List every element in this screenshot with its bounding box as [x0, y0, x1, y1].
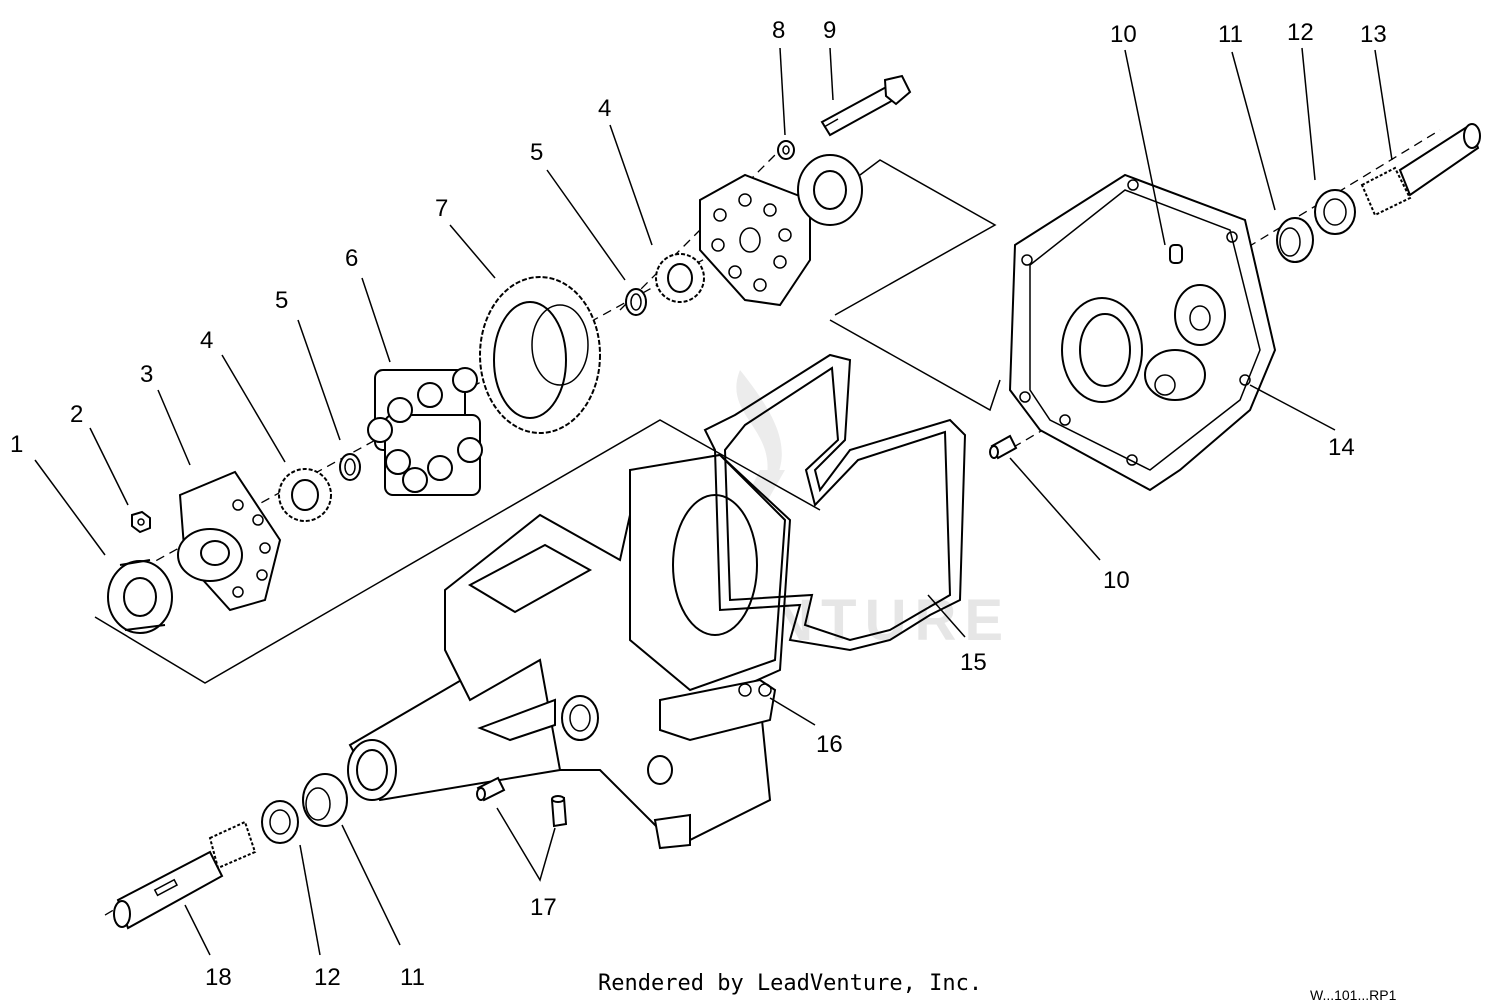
nut [131, 510, 151, 534]
bearing-left [261, 800, 299, 844]
oil-seal-left [107, 559, 173, 634]
leader-lines [34, 47, 1393, 956]
bushing-right [1276, 217, 1314, 263]
callout-12-bottom: 12 [314, 964, 341, 991]
footer-credit: Rendered by LeadVenture, Inc. [598, 971, 982, 996]
ring-gear [479, 276, 601, 434]
callout-10-top: 10 [1110, 21, 1137, 48]
oil-seal-right [797, 154, 863, 226]
gasket [703, 353, 967, 652]
callout-16: 16 [816, 731, 843, 758]
planet-gear-set [367, 367, 483, 496]
callout-4-right: 4 [598, 95, 611, 122]
transmission-housing [347, 453, 792, 850]
callout-6: 6 [345, 245, 358, 272]
washer [777, 140, 795, 160]
callout-10-bottom: 10 [1103, 567, 1130, 594]
callout-9: 9 [823, 17, 836, 44]
callout-12-top: 12 [1287, 19, 1314, 46]
screws [476, 776, 568, 828]
sun-gear-right [655, 253, 705, 303]
callout-2: 2 [70, 401, 83, 428]
bearing-right [1314, 189, 1356, 235]
callout-11-top: 11 [1218, 21, 1243, 48]
bushing-left [302, 773, 348, 827]
axle-shaft-right [1360, 123, 1481, 217]
callout-14: 14 [1328, 434, 1355, 461]
callout-4: 4 [200, 327, 213, 354]
dowel-pin-lower [989, 434, 1018, 460]
callout-15: 15 [960, 649, 987, 676]
bolt [820, 74, 912, 137]
callout-17: 17 [530, 894, 557, 921]
callout-7: 7 [435, 195, 448, 222]
callout-1: 1 [10, 431, 23, 458]
callout-13: 13 [1360, 21, 1387, 48]
callout-5-right: 5 [530, 139, 543, 166]
callout-18: 18 [205, 964, 232, 991]
carrier-plate-left [177, 470, 282, 612]
retaining-ring-left [339, 453, 361, 481]
callout-5: 5 [275, 287, 288, 314]
callout-11-bottom: 11 [400, 964, 425, 991]
callout-8: 8 [772, 17, 785, 44]
explode-frame-lines [94, 159, 1001, 684]
carrier-plate-right [699, 173, 811, 307]
retaining-ring-right [625, 288, 647, 316]
sun-gear-left [278, 468, 332, 522]
drawing-code: W...101...RP1 [1310, 987, 1397, 1002]
callout-3: 3 [140, 361, 153, 388]
callout-labels: 1 2 3 4 5 6 7 5 4 8 9 10 11 12 13 14 10 … [10, 17, 1387, 991]
axle-shaft-left [113, 820, 257, 930]
housing-cover [1008, 173, 1277, 492]
